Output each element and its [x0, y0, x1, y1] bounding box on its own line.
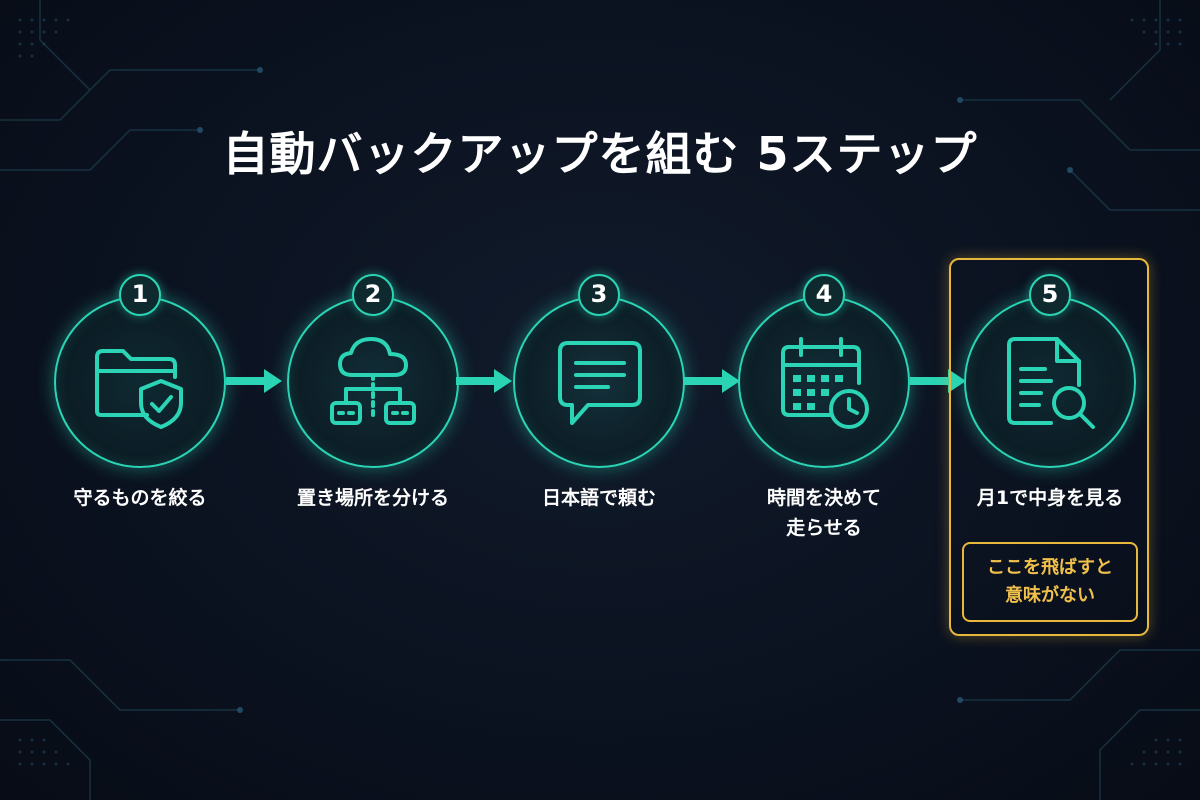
step-5-label: 月1で中身を見る [976, 487, 1124, 509]
step-1-label: 守るものを絞る [73, 487, 207, 509]
arrow-right-icon [910, 369, 966, 393]
step-1-number-badge: 1 [119, 274, 161, 316]
step-2-number-badge: 2 [352, 274, 394, 316]
cloud-network-icon [330, 337, 416, 425]
arrow-right-icon [456, 369, 512, 393]
step-3-ring [513, 296, 685, 468]
step-3-label: 日本語で頼む [541, 487, 656, 509]
step-5-highlight-frame [949, 258, 1149, 636]
arrow-right-icon [226, 369, 282, 393]
step-4-label: 時間を決めて 走らせる [766, 487, 881, 539]
step-4-number-badge: 4 [803, 274, 845, 316]
calendar-clock-icon [781, 337, 869, 429]
step-3-number-badge: 3 [578, 274, 620, 316]
chat-bubble-icon [558, 341, 642, 425]
document-search-icon [1007, 337, 1095, 429]
step-2-label: 置き場所を分ける [296, 487, 449, 509]
step-5-number-badge: 5 [1029, 274, 1071, 316]
arrow-right-icon [684, 369, 740, 393]
diagram-title: 自動バックアップを組む 5ステップ [222, 127, 978, 181]
warning-note: ここを飛ばすと 意味がない [962, 542, 1138, 622]
folder-shield-icon [95, 349, 183, 429]
